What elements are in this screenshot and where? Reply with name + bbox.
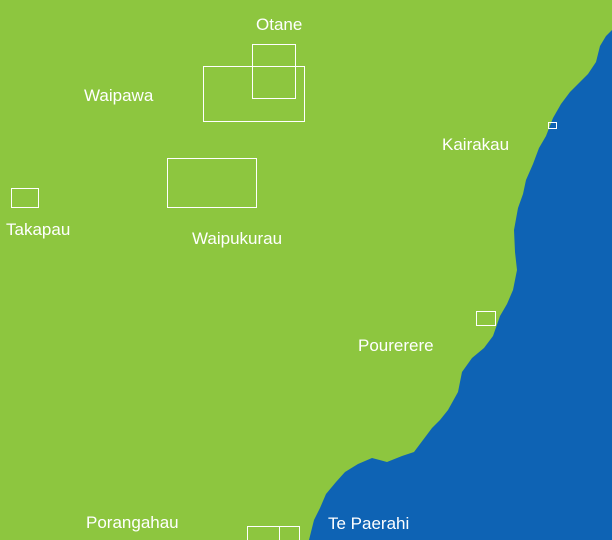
- takapau-marker[interactable]: [11, 188, 39, 208]
- label-pourerere: Pourerere: [358, 336, 434, 355]
- kairakau-marker[interactable]: [548, 122, 557, 129]
- waipukurau-marker[interactable]: [167, 158, 257, 208]
- porangahau-marker[interactable]: [247, 526, 300, 540]
- label-takapau: Takapau: [6, 220, 71, 239]
- label-porangahau: Porangahau: [86, 513, 179, 532]
- waipawa-marker[interactable]: [203, 66, 305, 122]
- pourerere-marker[interactable]: [476, 311, 496, 326]
- otane-marker[interactable]: [252, 44, 296, 99]
- sea-area: [309, 30, 612, 540]
- label-kairakau: Kairakau: [442, 135, 510, 154]
- label-otane: Otane: [256, 15, 303, 34]
- label-waipawa: Waipawa: [84, 86, 154, 105]
- label-te-paerahi: Te Paerahi: [328, 514, 410, 533]
- label-waipukurau: Waipukurau: [192, 229, 283, 248]
- place-markers: [11, 44, 557, 540]
